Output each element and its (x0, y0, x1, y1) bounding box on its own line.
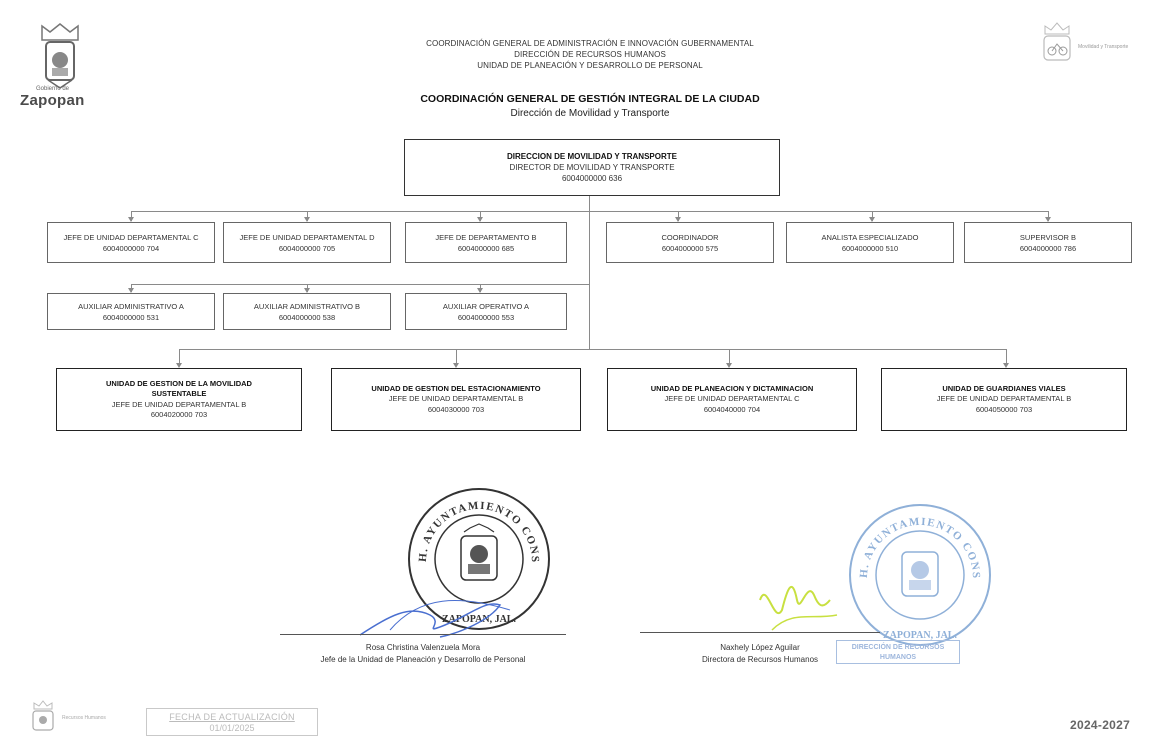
logo-big-text: Zapopan (20, 92, 85, 109)
unit-code: 6004050000 703 (975, 404, 1033, 414)
svg-text:ZAPOPAN, JAL.: ZAPOPAN, JAL. (442, 614, 516, 625)
position-box: AUXILIAR ADMINISTRATIVO A 6004000000 531 (47, 293, 215, 330)
footer-logo: Recursos Humanos (30, 698, 140, 736)
position-code: 6004000000 553 (457, 312, 515, 322)
administration-period: 2024-2027 (1070, 718, 1131, 732)
stamp-box-text: DIRECCIÓN DE RECURSOS HUMANOS (851, 644, 945, 661)
position-code: 6004000000 510 (841, 243, 899, 253)
page-subtitle: Dirección de Movilidad y Transporte (510, 108, 670, 119)
position-title: ANALISTA ESPECIALIZADO (821, 232, 919, 242)
position-box: JEFE DE UNIDAD DEPARTAMENTAL D 600400000… (223, 222, 391, 263)
signature-left (359, 600, 511, 638)
unit-name: UNIDAD DE GESTION DEL ESTACIONAMIENTO (371, 383, 541, 393)
signer-role-right: Directora de Recursos Humanos (701, 655, 819, 664)
position-code: 6004000000 575 (661, 243, 719, 253)
signer-name-right: Naxhely López Aguilar (720, 643, 800, 652)
position-code: 6004000000 704 (102, 243, 160, 253)
unit-role: JEFE DE UNIDAD DEPARTAMENTAL B (111, 399, 247, 409)
position-box: COORDINADOR 6004000000 575 (606, 222, 774, 263)
signer-name-left: Rosa Christina Valenzuela Mora (365, 643, 481, 652)
unit-box: UNIDAD DE GESTION DEL ESTACIONAMIENTO JE… (331, 368, 581, 431)
signature-right (759, 585, 838, 631)
movilidad-logo: Movilidad y Transporte (1040, 20, 1140, 70)
position-title: AUXILIAR ADMINISTRATIVO A (78, 301, 184, 311)
unit-code: 6004040000 704 (703, 404, 761, 414)
update-date-box: FECHA DE ACTUALIZACIÓN 01/01/2025 (146, 708, 318, 736)
position-code: 6004000000 786 (1019, 243, 1077, 253)
unit-role: JEFE DE UNIDAD DEPARTAMENTAL C (664, 394, 800, 404)
unit-name: UNIDAD DE GESTION DE LA MOVILIDAD SUSTEN… (106, 378, 252, 399)
unit-role: JEFE DE UNIDAD DEPARTAMENTAL B (388, 394, 524, 404)
director-code: 6004000000 636 (561, 174, 623, 183)
director-role: DIRECTOR DE MOVILIDAD Y TRANSPORTE (509, 163, 675, 172)
update-date-value: 01/01/2025 (209, 723, 255, 733)
unit-name: UNIDAD DE PLANEACION Y DICTAMINACION (650, 383, 814, 393)
position-code: 6004000000 705 (278, 243, 336, 253)
position-box: JEFE DE DEPARTAMENTO B 6004000000 685 (405, 222, 567, 263)
position-box: SUPERVISOR B 6004000000 786 (964, 222, 1132, 263)
unit-code: 6004030000 703 (427, 404, 485, 414)
coat-of-arms-icon (41, 23, 79, 89)
unit-box: UNIDAD DE GUARDIANES VIALES JEFE DE UNID… (881, 368, 1127, 431)
position-title: AUXILIAR ADMINISTRATIVO B (253, 301, 361, 311)
official-seal-right: H. AYUNTAMIENTO CONSTITUCIONAL ZAPOPAN, … (845, 500, 991, 646)
position-title: JEFE DE UNIDAD DEPARTAMENTAL D (239, 232, 375, 242)
logo-small-text: Gobierno de (36, 86, 70, 92)
position-code: 6004000000 531 (102, 312, 160, 322)
coat-of-arms-small-icon (32, 700, 54, 731)
position-title: SUPERVISOR B (1019, 232, 1077, 242)
position-box: JEFE DE UNIDAD DEPARTAMENTAL C 600400000… (47, 222, 215, 263)
position-code: 6004000000 685 (457, 243, 515, 253)
update-date-label: FECHA DE ACTUALIZACIÓN (169, 712, 295, 722)
unit-role: JEFE DE UNIDAD DEPARTAMENTAL B (936, 394, 1072, 404)
position-title: AUXILIAR OPERATIVO A (442, 301, 530, 311)
position-title: COORDINADOR (661, 232, 719, 242)
unit-name: UNIDAD DE GUARDIANES VIALES (942, 383, 1066, 393)
signature-line-right (640, 632, 880, 633)
signature-line-left (280, 634, 566, 635)
position-title: JEFE DE DEPARTAMENTO B (435, 232, 537, 242)
position-code: 6004000000 538 (278, 312, 336, 322)
director-box: DIRECCION DE MOVILIDAD Y TRANSPORTE DIRE… (404, 139, 780, 196)
stamp-box-recursos: DIRECCIÓN DE RECURSOS HUMANOS (836, 640, 960, 664)
svg-text:ZAPOPAN, JAL.: ZAPOPAN, JAL. (883, 630, 957, 641)
header-line-3: UNIDAD DE PLANEACIÓN Y DESARROLLO DE PER… (477, 61, 703, 70)
bicycle-badge-icon (1043, 22, 1071, 61)
unit-box: UNIDAD DE PLANEACION Y DICTAMINACION JEF… (607, 368, 857, 431)
footer-logo-text: Recursos Humanos (62, 715, 106, 721)
unit-box: UNIDAD DE GESTION DE LA MOVILIDAD SUSTEN… (56, 368, 302, 431)
header-line-1: COORDINACIÓN GENERAL DE ADMINISTRACIÓN E… (426, 39, 754, 48)
director-name: DIRECCION DE MOVILIDAD Y TRANSPORTE (507, 152, 677, 161)
position-box: AUXILIAR OPERATIVO A 6004000000 553 (405, 293, 567, 330)
zapopan-logo: Gobierno de Zapopan (20, 20, 100, 112)
position-box: AUXILIAR ADMINISTRATIVO B 6004000000 538 (223, 293, 391, 330)
movilidad-logo-text: Movilidad y Transporte (1078, 44, 1129, 50)
official-seal-left: H. AYUNTAMIENTO CONSTITUCIONAL ZAPOPAN, … (404, 484, 550, 630)
signer-role-left: Jefe de la Unidad de Planeación y Desarr… (320, 655, 526, 664)
position-title: JEFE DE UNIDAD DEPARTAMENTAL C (63, 232, 199, 242)
unit-code: 6004020000 703 (150, 410, 208, 419)
page-title: COORDINACIÓN GENERAL DE GESTIÓN INTEGRAL… (420, 93, 760, 105)
header-line-2: DIRECCIÓN DE RECURSOS HUMANOS (514, 50, 666, 59)
position-box: ANALISTA ESPECIALIZADO 6004000000 510 (786, 222, 954, 263)
